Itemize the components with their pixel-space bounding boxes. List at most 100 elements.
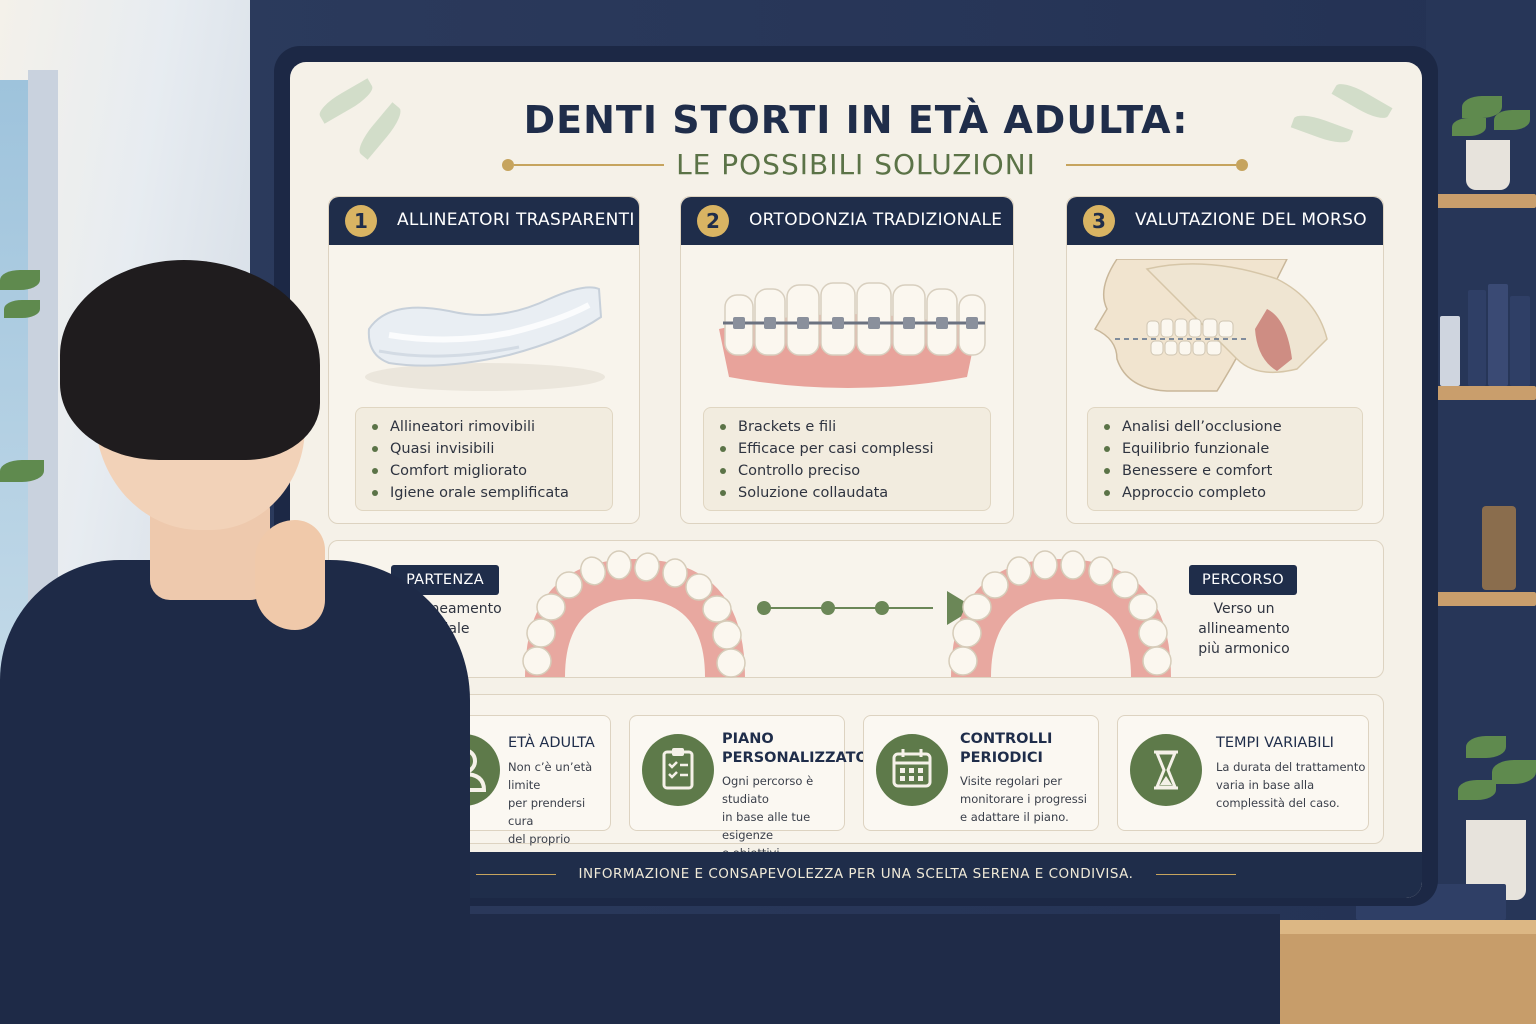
- info-panel: ETÀ ADULTA Non c’è un’età limite per pre…: [328, 694, 1384, 864]
- bullet-dot: [372, 446, 378, 452]
- bullet-list: Analisi dell’occlusione Equilibrio funzi…: [1087, 407, 1363, 511]
- divider-dot: [1236, 159, 1248, 171]
- clear-aligner-illustration: [365, 286, 605, 391]
- shelf: [1436, 386, 1536, 400]
- info-desc-line: e adattare il piano.: [960, 810, 1069, 824]
- info-description: La durata del trattamento varia in base …: [1216, 758, 1365, 812]
- divider-line: [1066, 164, 1236, 166]
- bullet-item: Efficace per casi complessi: [718, 438, 990, 460]
- bullet-dot: [372, 424, 378, 430]
- bullet-item: Soluzione collaudata: [718, 482, 990, 504]
- clipboard-icon: [642, 734, 714, 806]
- bullet-item: Allineatori rimovibili: [370, 416, 612, 438]
- info-title-line: PERSONALIZZATO: [722, 750, 868, 766]
- bullet-text: Approccio completo: [1122, 485, 1266, 501]
- card-title: ALLINEATORI TRASPARENTI: [397, 210, 635, 230]
- bullet-text: Igiene orale semplificata: [390, 485, 569, 501]
- cabinet: [440, 914, 1280, 1024]
- footer-divider: [1156, 874, 1236, 875]
- plant-leaf: [1452, 118, 1486, 136]
- info-card-variable-time: TEMPI VARIABILI La durata del trattament…: [1117, 715, 1369, 831]
- bullet-list: Allineatori rimovibili Quasi invisibili …: [355, 407, 613, 511]
- info-desc-line: Visite regolari per: [960, 774, 1063, 788]
- progress-line: [763, 607, 933, 609]
- desk-top: [1266, 920, 1536, 934]
- book: [1510, 296, 1530, 386]
- card-header: 3 VALUTAZIONE DEL MORSO: [1067, 197, 1383, 245]
- bullet-dot: [1104, 424, 1110, 430]
- info-desc-line: Non c’è un’età limite: [508, 760, 593, 792]
- info-desc-line: in base alle tue esigenze: [722, 810, 811, 842]
- solution-card-aligners: 1 ALLINEATORI TRASPARENTI Allineatori ri…: [328, 196, 640, 524]
- subtitle-row: LE POSSIBILI SOLUZIONI: [290, 144, 1422, 184]
- card-header: 2 ORTODONZIA TRADIZIONALE: [681, 197, 1013, 245]
- journey-panel: PARTENZA Disallineamento iniziale: [328, 540, 1384, 678]
- bullet-item: Quasi invisibili: [370, 438, 612, 460]
- solution-card-bite: 3 VALUTAZIONE DEL MORSO Ana: [1066, 196, 1384, 524]
- footer-banner: INFORMAZIONE E CONSAPEVOLEZZA PER UNA SC…: [290, 852, 1422, 898]
- footer-text: INFORMAZIONE E CONSAPEVOLEZZA PER UNA SC…: [578, 866, 1134, 882]
- progress-dot: [757, 601, 771, 615]
- end-description: Verso un allineamento più armonico: [1175, 599, 1313, 659]
- bullet-text: Allineatori rimovibili: [390, 419, 536, 435]
- card-header: 1 ALLINEATORI TRASPARENTI: [329, 197, 639, 245]
- card-number: 1: [345, 205, 377, 237]
- info-title-line: CONTROLLI: [960, 731, 1053, 747]
- bullet-dot: [720, 468, 726, 474]
- info-title-line: PERIODICI: [960, 750, 1043, 766]
- jaw-profile-illustration: [1093, 259, 1328, 392]
- progress-dot: [875, 601, 889, 615]
- footer-divider: [476, 874, 556, 875]
- plant-leaf: [1458, 780, 1496, 800]
- bullet-text: Benessere e comfort: [1122, 463, 1273, 479]
- info-desc-line: complessità del caso.: [1216, 796, 1340, 810]
- misaligned-arch-illustration: [522, 550, 746, 678]
- info-title-line: PIANO: [722, 731, 774, 747]
- infographic-screen: DENTI STORTI IN ETÀ ADULTA: LE POSSIBILI…: [290, 62, 1422, 898]
- shelf: [1436, 592, 1536, 606]
- bullet-item: Comfort migliorato: [370, 460, 612, 482]
- bullet-text: Efficace per casi complessi: [738, 441, 934, 457]
- plant-leaf: [0, 270, 40, 290]
- bullet-item: Analisi dell’occlusione: [1102, 416, 1362, 438]
- info-description: Non c’è un’età limite per prendersi cura…: [508, 758, 610, 866]
- info-card-personal-plan: PIANO PERSONALIZZATO Ogni percorso è stu…: [629, 715, 868, 860]
- bullet-dot: [372, 490, 378, 496]
- divider-line: [514, 164, 664, 166]
- info-desc-line: per prendersi cura: [508, 796, 586, 828]
- jacket: [0, 560, 470, 1024]
- bullet-text: Quasi invisibili: [390, 441, 495, 457]
- plant-leaf: [1492, 760, 1536, 784]
- bullet-text: Controllo preciso: [738, 463, 861, 479]
- plant-leaf: [1462, 96, 1502, 118]
- card-title: ORTODONZIA TRADIZIONALE: [749, 210, 1003, 230]
- page-title: DENTI STORTI IN ETÀ ADULTA:: [523, 98, 1189, 142]
- hair: [60, 260, 320, 460]
- plant-leaf: [0, 460, 44, 482]
- info-title: TEMPI VARIABILI: [1216, 734, 1334, 753]
- progress-dot: [821, 601, 835, 615]
- calendar-icon: [876, 734, 948, 806]
- bullet-item: Benessere e comfort: [1102, 460, 1362, 482]
- desk: [1266, 934, 1536, 1024]
- bullet-text: Analisi dell’occlusione: [1122, 419, 1282, 435]
- bullet-dot: [1104, 468, 1110, 474]
- card-title: VALUTAZIONE DEL MORSO: [1135, 210, 1367, 230]
- bullet-item: Igiene orale semplificata: [370, 482, 612, 504]
- page-subtitle: LE POSSIBILI SOLUZIONI: [676, 148, 1036, 181]
- bullet-item: Controllo preciso: [718, 460, 990, 482]
- info-desc-line: monitorare i progressi: [960, 792, 1087, 806]
- info-desc-line: varia in base alla: [1216, 778, 1315, 792]
- start-tag: PARTENZA: [391, 565, 499, 595]
- aligned-arch-illustration: [948, 550, 1172, 677]
- info-title-line: TEMPI VARIABILI: [1216, 735, 1334, 751]
- person-looking-at-screen: [0, 260, 470, 1024]
- end-desc-line: allineamento: [1198, 621, 1290, 637]
- hourglass-decor: [1482, 506, 1516, 590]
- bullet-text: Soluzione collaudata: [738, 485, 889, 501]
- plant-leaf: [1466, 736, 1506, 758]
- book: [1440, 316, 1460, 386]
- info-title-line: ETÀ ADULTA: [508, 735, 595, 751]
- bullet-dot: [720, 424, 726, 430]
- bullet-dot: [720, 446, 726, 452]
